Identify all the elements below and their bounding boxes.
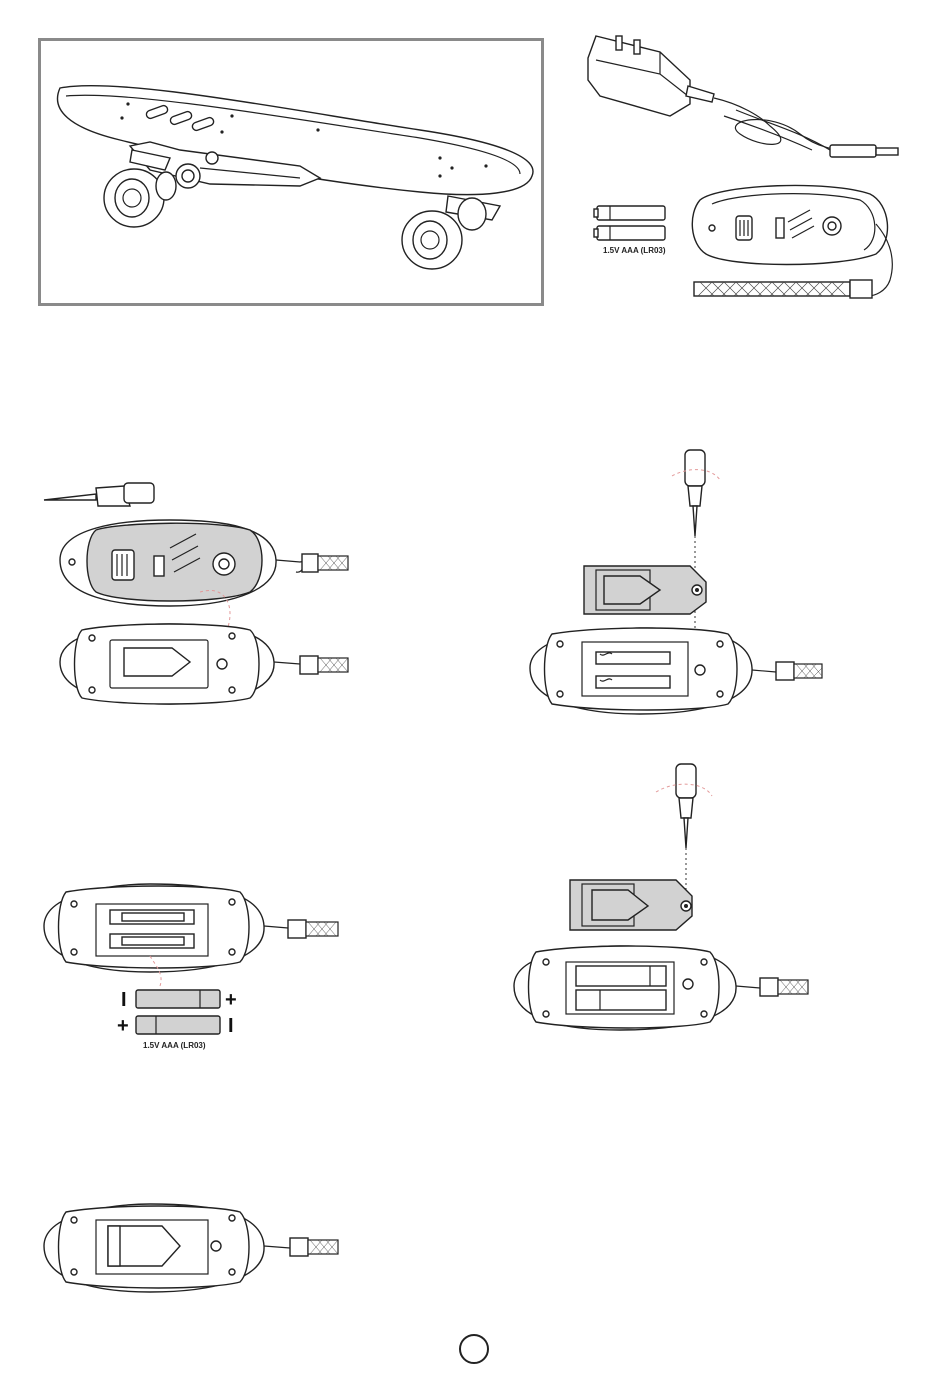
page-number-circle bbox=[459, 1334, 489, 1364]
